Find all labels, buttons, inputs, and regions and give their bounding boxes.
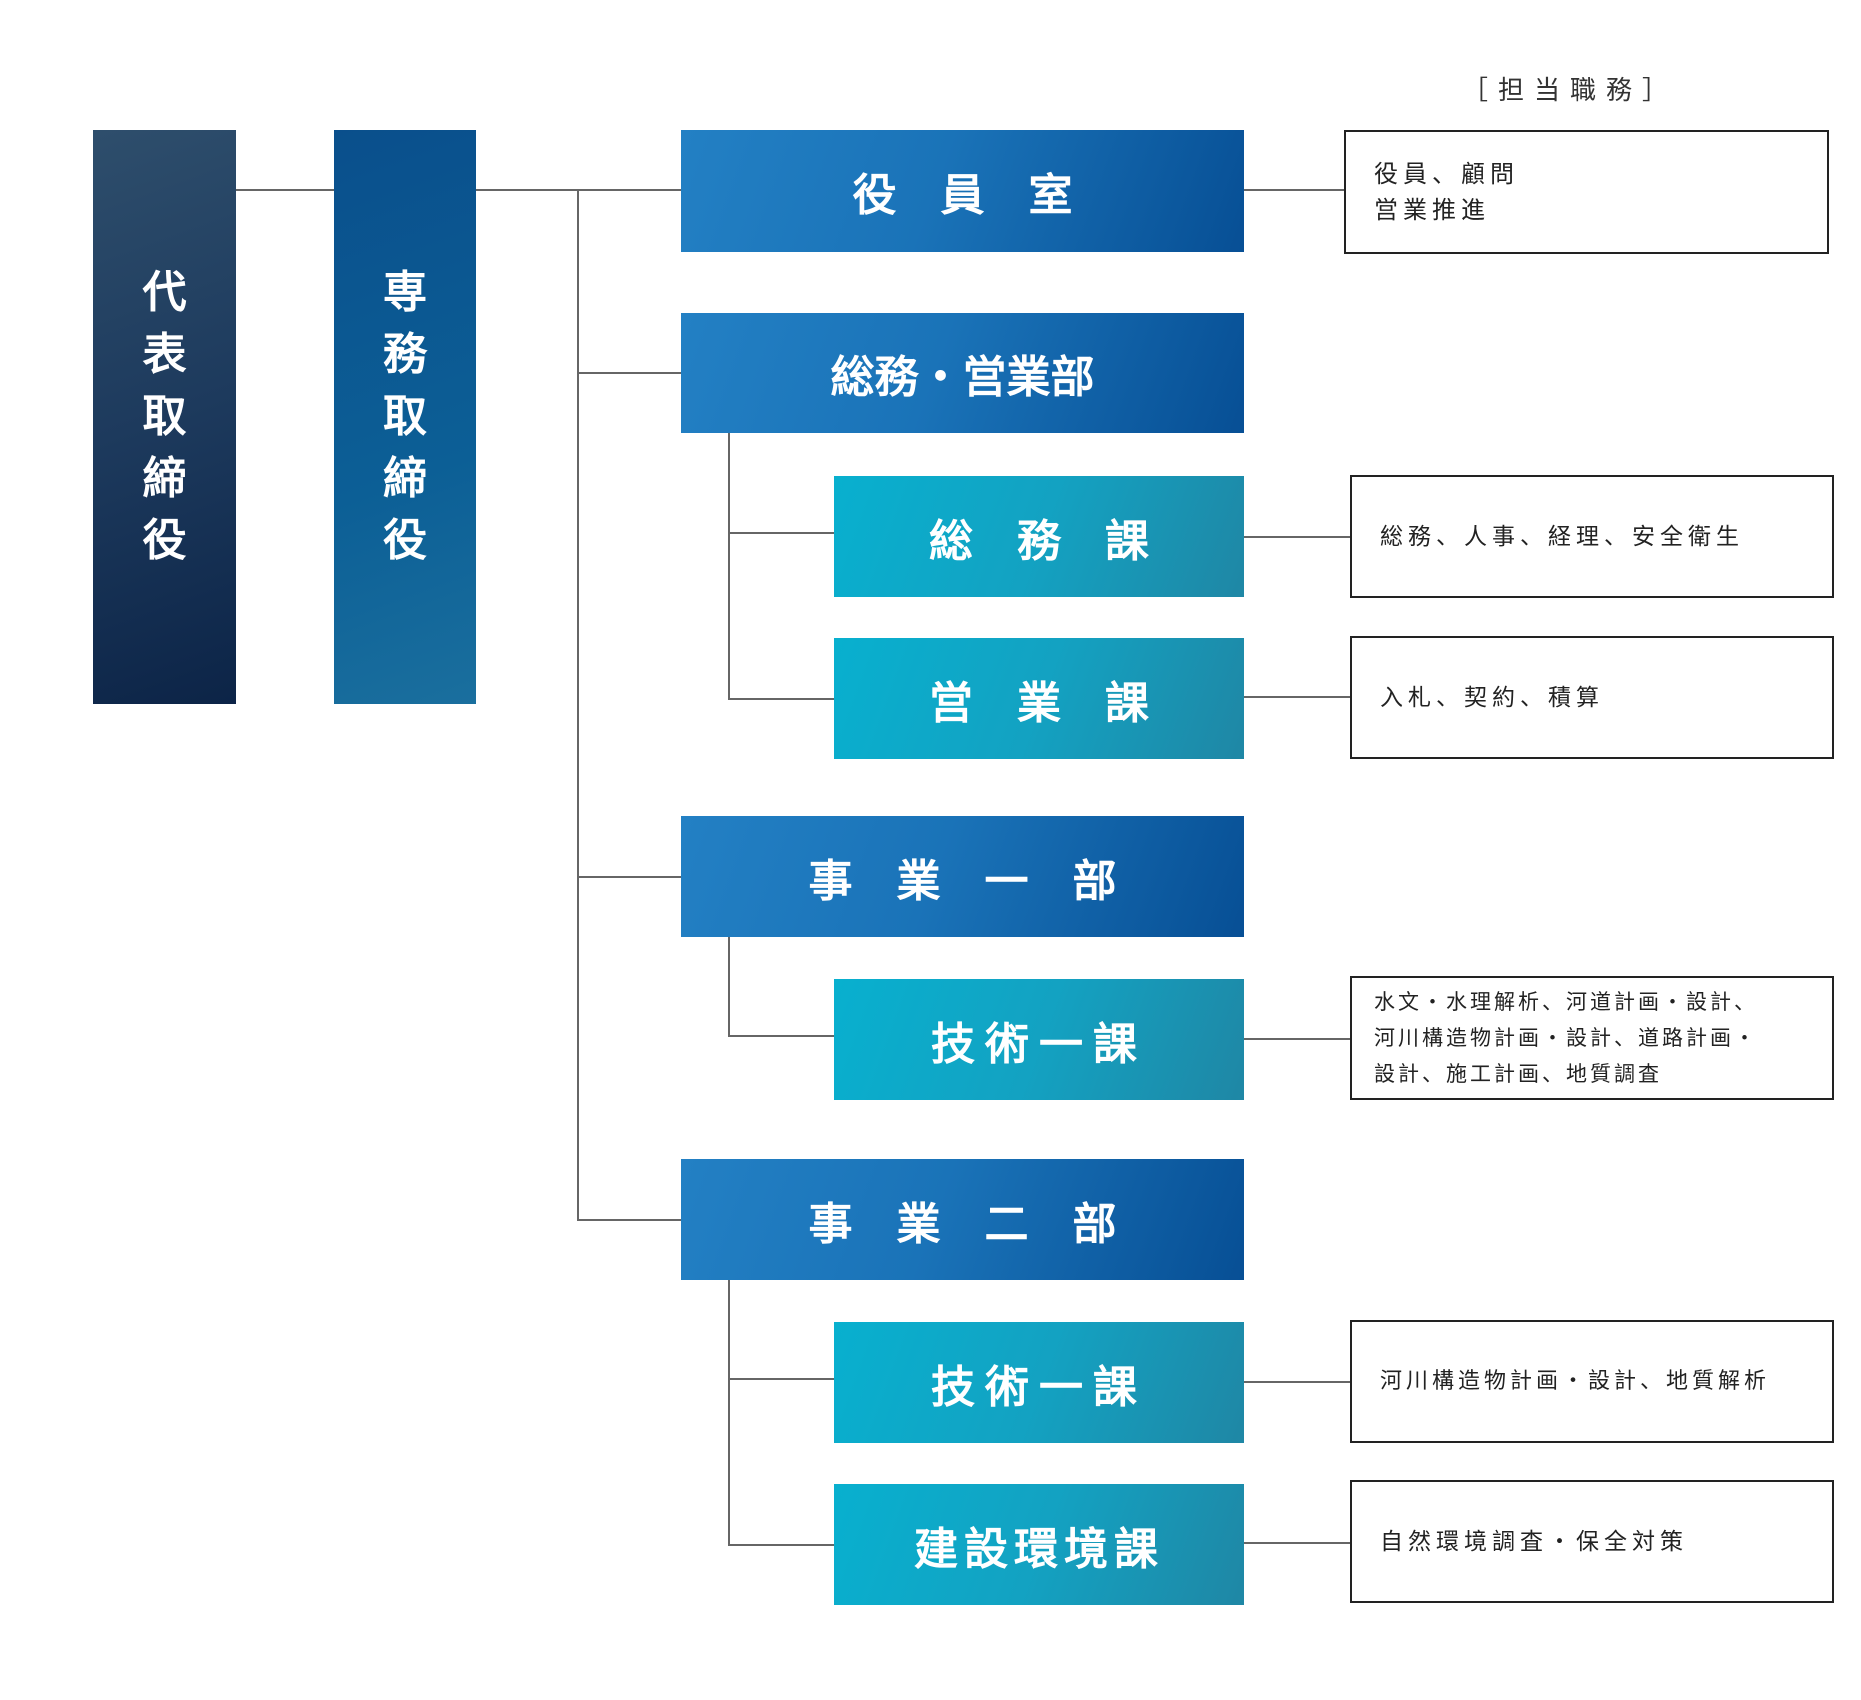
dept-general-sales: 総務・営業部 xyxy=(681,313,1244,433)
connector-line xyxy=(577,372,681,374)
dept-business-one-label: 事 業 一 部 xyxy=(808,855,1117,907)
connector-line xyxy=(1244,696,1350,698)
connector-line xyxy=(728,532,834,534)
dept-business-two: 事 業 二 部 xyxy=(681,1159,1244,1280)
duty-text: 河川構造物計画・設計、地質解析 xyxy=(1380,1368,1771,1394)
connector-line xyxy=(577,189,579,1220)
section-construction-environment: 建設環境課 xyxy=(834,1484,1244,1605)
dept-business-two-label: 事 業 二 部 xyxy=(808,1198,1117,1250)
duty-box-tech-one-b2: 河川構造物計画・設計、地質解析 xyxy=(1350,1320,1834,1443)
duty-box-general-affairs: 総務、人事、経理、安全衛生 xyxy=(1350,475,1834,598)
section-tech-one-b1: 技術一課 xyxy=(834,979,1244,1100)
dept-general-sales-label: 総務・営業部 xyxy=(830,352,1095,403)
connector-line xyxy=(728,698,834,700)
connector-line xyxy=(728,937,730,1036)
duty-legend: ［担当職務］ xyxy=(1462,76,1679,106)
section-tech-one-b2: 技術一課 xyxy=(834,1322,1244,1443)
duty-box-tech-one-b1: 水文・水理解析、河道計画・設計、 河川構造物計画・設計、道路計画・ 設計、施工計… xyxy=(1350,976,1834,1100)
president-box: 代表取締役 xyxy=(93,130,236,704)
managing-director-box: 専務取締役 xyxy=(334,130,476,704)
section-sales-label: 営 業 課 xyxy=(929,677,1149,729)
duty-text: 入札、契約、積算 xyxy=(1380,684,1604,711)
connector-line xyxy=(728,1035,834,1037)
duty-box-officers-room: 役員、顧問 営業推進 xyxy=(1344,130,1829,254)
connector-line xyxy=(728,1544,834,1546)
connector-line xyxy=(1244,1381,1350,1383)
connector-line xyxy=(1244,536,1350,538)
duty-text: 河川構造物計画・設計、道路計画・ xyxy=(1374,1026,1758,1050)
section-general-affairs: 総 務 課 xyxy=(834,476,1244,597)
duty-text: 営業推進 xyxy=(1374,196,1490,224)
section-sales: 営 業 課 xyxy=(834,638,1244,759)
managing-director-label: 専務取締役 xyxy=(383,267,427,566)
duty-text: 水文・水理解析、河道計画・設計、 xyxy=(1374,990,1758,1014)
section-construction-environment-label: 建設環境課 xyxy=(914,1523,1164,1575)
connector-line xyxy=(728,1280,730,1545)
president-label: 代表取締役 xyxy=(142,267,187,566)
dept-business-one: 事 業 一 部 xyxy=(681,816,1244,937)
duty-text: 総務、人事、経理、安全衛生 xyxy=(1380,523,1744,550)
duty-text: 自然環境調査・保全対策 xyxy=(1380,1528,1688,1555)
connector-line xyxy=(1244,1542,1350,1544)
section-general-affairs-label: 総 務 課 xyxy=(929,515,1149,567)
duty-box-sales: 入札、契約、積算 xyxy=(1350,636,1834,759)
duty-box-construction-environment: 自然環境調査・保全対策 xyxy=(1350,1480,1834,1603)
connector-line xyxy=(728,1378,834,1380)
duty-text: 役員、顧問 xyxy=(1374,160,1519,188)
section-tech-one-b1-label: 技術一課 xyxy=(931,1018,1147,1070)
section-tech-one-b2-label: 技術一課 xyxy=(931,1361,1147,1413)
connector-line xyxy=(236,189,334,191)
dept-officers-room-label: 役 員 室 xyxy=(852,170,1073,221)
connector-line xyxy=(728,433,730,699)
connector-line xyxy=(1244,1038,1350,1040)
connector-line xyxy=(577,1219,681,1221)
dept-officers-room: 役 員 室 xyxy=(681,130,1244,252)
connector-line xyxy=(1244,189,1344,191)
duty-text: 設計、施工計画、地質調査 xyxy=(1374,1062,1662,1086)
connector-line xyxy=(577,876,681,878)
